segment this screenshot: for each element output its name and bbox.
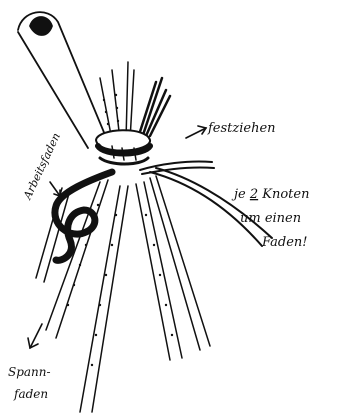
note-line1-num: 2 [249,187,258,202]
note-line2: um einen [240,211,301,226]
knot-drawing [96,130,150,164]
arrow-icon [50,182,60,196]
spann-label-line2: faden [13,387,48,401]
spann-label-line1: Spann- [8,365,51,379]
finger-drawing [18,12,108,148]
festziehen-arrow-icon [186,126,206,138]
note-line3: Faden! [261,235,308,250]
spann-arrow-icon [28,324,42,348]
note-line1-pre: je [231,187,250,202]
festziehen-label: festziehen [207,121,276,136]
instruction-note: je 2 Knoten um einen Faden! [231,187,309,250]
note-line1-post: Knoten [258,187,309,202]
black-tuft [138,78,170,138]
spann-faden-threads [36,62,210,412]
svg-text:je 2 Knoten: je 2 Knoten [231,187,309,202]
